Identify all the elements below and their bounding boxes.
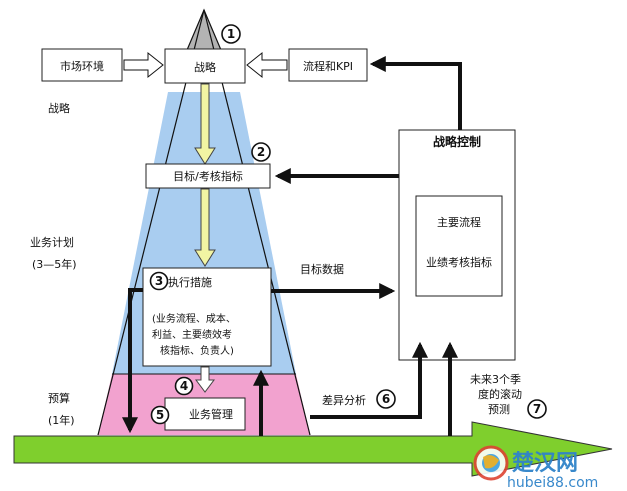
kpi-to-strategy-arrow: [246, 51, 288, 79]
control-inner-1: 主要流程: [437, 215, 481, 229]
forecast-label-3: 预测: [488, 403, 510, 416]
label-strategy: 战略: [48, 101, 70, 115]
execution-detail-3: 核指标、负责人): [160, 344, 234, 357]
black-arrows: [122, 56, 462, 436]
market-label: 市场环境: [60, 59, 104, 73]
variance-label: 差异分析: [322, 393, 366, 407]
execution-detail-1: (业务流程、成本、: [152, 312, 236, 325]
execution-title: 执行措施: [168, 275, 212, 289]
strategy-box: [164, 48, 246, 84]
number-badges: 1 2 3 4 5 6 7: [149, 24, 547, 425]
watermark-url: hubei88.com: [507, 475, 598, 491]
strategy-label: 战略: [194, 60, 216, 74]
number-5: 5: [156, 408, 164, 422]
variance-arrow: [310, 341, 428, 419]
label-business-plan: 业务计划: [30, 236, 74, 249]
process-kpi-label: 流程和KPI: [303, 59, 353, 73]
execution-to-mgmt-arrow: [195, 366, 215, 393]
market-box: [41, 48, 123, 82]
goals-label: 目标/考核指标: [173, 169, 243, 183]
left-budget-arrow: [122, 288, 143, 434]
number-3: 3: [155, 274, 163, 288]
pyramid-outline: [97, 9, 311, 436]
process-kpi-box: [288, 48, 368, 82]
timeline-arrow: [13, 421, 613, 477]
watermark-text: 楚汉网: [512, 451, 578, 476]
number-4: 4: [180, 379, 188, 393]
goals-to-execution-arrow: [194, 188, 216, 267]
number-1: 1: [227, 27, 235, 41]
control-inner-box: [415, 195, 503, 297]
goals-box: [145, 163, 271, 189]
label-budget: 预算: [48, 391, 70, 405]
target-data-label: 目标数据: [300, 262, 344, 276]
market-to-strategy-arrow: [123, 51, 164, 79]
label-budget-years: (1年): [48, 413, 75, 427]
execution-detail-2: 利益、主要绩效考: [152, 328, 232, 341]
biz-mgmt-box: [164, 397, 246, 431]
watermark: 楚汉网 hubei88.com: [473, 445, 598, 491]
control-title: 战略控制: [433, 134, 481, 149]
control-to-kpi-arrow: [369, 56, 462, 130]
strategy-to-goals-arrow: [194, 83, 216, 165]
number-7: 7: [533, 402, 541, 416]
number-2: 2: [257, 145, 265, 159]
pyramid-top-gray: [186, 8, 222, 51]
number-6: 6: [382, 392, 390, 406]
forecast-label-2: 度的滚动: [478, 387, 522, 401]
control-inner-2: 业绩考核指标: [426, 255, 492, 269]
forecast-label-1: 未来3个季: [470, 373, 521, 386]
biz-mgmt-label: 业务管理: [189, 407, 233, 421]
label-business-plan-years: (3—5年): [32, 257, 77, 271]
